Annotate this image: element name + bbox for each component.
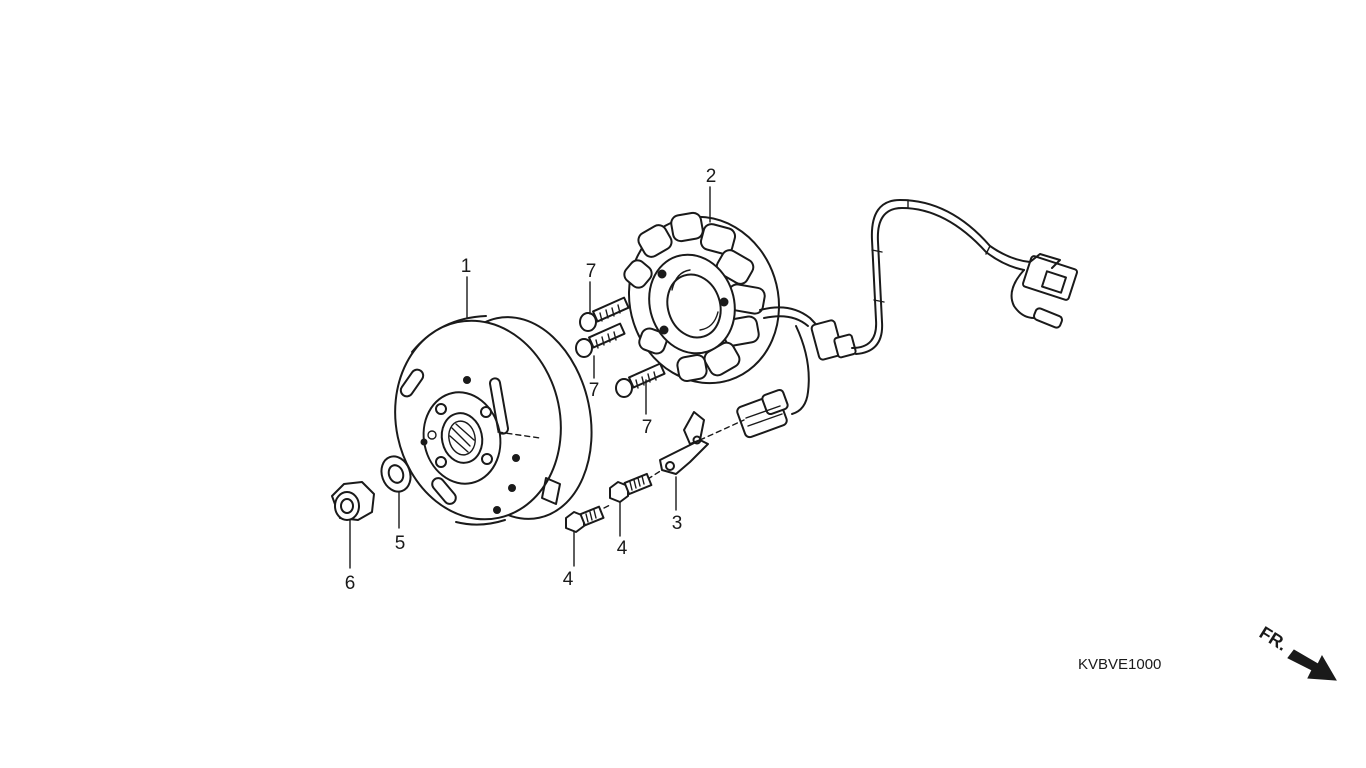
bolt-a-part: [565, 505, 605, 533]
callout-7-middle: 7: [589, 380, 600, 401]
screw-top-part: [579, 296, 630, 332]
callout-7-bottom: 7: [642, 417, 653, 438]
callout-5: 5: [395, 533, 406, 554]
callout-4-lower: 4: [563, 569, 574, 590]
screw-middle-part: [575, 322, 626, 358]
front-label: FR.: [1256, 622, 1291, 654]
callout-4-upper: 4: [617, 538, 628, 559]
callout-1: 1: [461, 256, 472, 277]
washer-part: [380, 455, 412, 493]
nut-part: [331, 481, 375, 521]
front-direction-arrow: FR.: [1256, 622, 1337, 681]
callout-7-top: 7: [586, 261, 597, 282]
leader-lines: [349, 186, 711, 569]
callout-2: 2: [706, 166, 717, 187]
pulse-generator-part: [497, 325, 810, 513]
callout-3: 3: [672, 513, 683, 534]
callout-6: 6: [345, 573, 356, 594]
flywheel-part: [394, 315, 593, 526]
screw-bottom-part: [615, 362, 666, 398]
bolt-b-part: [609, 472, 653, 503]
diagram-code: KVBVE1000: [1078, 656, 1161, 673]
stator-part: [623, 199, 1078, 385]
